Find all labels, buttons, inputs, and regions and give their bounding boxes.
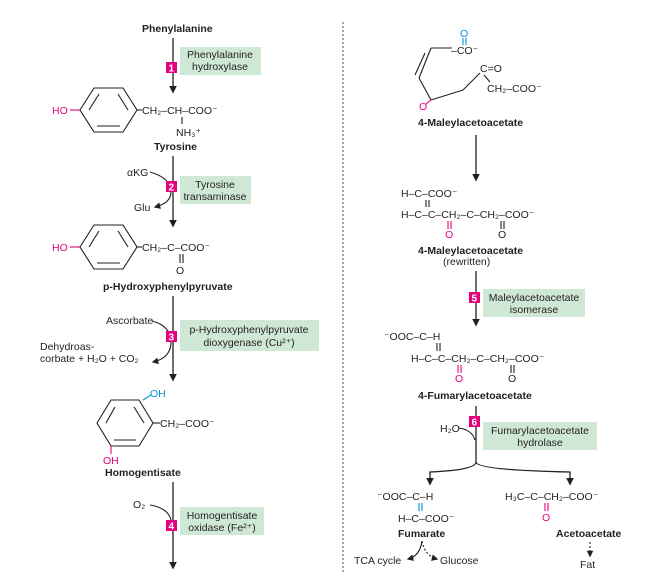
step2-cosubstrate-in: αKG: [127, 167, 148, 179]
step6-arrow-right: [475, 461, 574, 486]
step1-enzyme-box: [180, 47, 261, 75]
step3-badge: [166, 331, 177, 342]
faa-label: 4-Fumarylacetoacetate: [418, 390, 532, 402]
faa-o1: O: [455, 373, 463, 385]
maa-rw-row2: H–C–C–CH₂–C–CH₂–COO⁻: [401, 209, 535, 221]
tyrosine-label: Tyrosine: [154, 141, 197, 153]
step3-enzyme-line2: dioxygenase (Cu²⁺): [203, 337, 294, 349]
hpp-chain: CH₂–C–COO⁻: [142, 242, 210, 254]
step6-enzyme-box: [483, 422, 597, 450]
fat-label: Fat: [580, 559, 595, 571]
step5-enzyme-line2: isomerase: [510, 304, 559, 316]
step5-number: 5: [472, 294, 478, 305]
step2-enzyme-line2: transaminase: [183, 191, 246, 203]
step6-enzyme-line2: hydrolase: [517, 437, 563, 449]
hpp-benzene-ring: [79, 224, 138, 270]
step6-side-arrow: [458, 427, 476, 441]
step4-cosubstrate-in: O₂: [133, 499, 145, 511]
step4-badge: [166, 520, 177, 531]
maa-rw-row1: H–C–COO⁻: [401, 188, 458, 200]
maa-rewritten-sublabel: (rewritten): [443, 256, 490, 268]
hpp-o: O: [176, 265, 184, 277]
maa-label: 4-Maleylacetoacetate: [418, 117, 523, 129]
acetoacetate-structure: H₃C–C–CH₂–COO⁻ O: [505, 491, 599, 524]
tyrosine-chain: CH₂–CH–COO⁻: [142, 105, 218, 117]
faa-row2: H–C–C–CH₂–C–CH₂–COO⁻: [411, 353, 545, 365]
step6-arrow-left: [426, 461, 477, 486]
tyrosine-ho: HO: [52, 105, 68, 117]
maa-co: –CO⁻: [451, 45, 479, 57]
step3-enzyme-box: [180, 320, 319, 351]
step2-badge: [166, 181, 177, 192]
step3-coproduct-line1: Dehydroas-: [40, 341, 95, 353]
step1-enzyme-line1: Phenylalanine: [187, 49, 253, 61]
maa-rewritten-label: 4-Maleylacetoacetate: [418, 245, 523, 257]
step2-enzyme-box: [180, 176, 251, 204]
glucose-label: Glucose: [440, 555, 479, 567]
tca-cycle-label: TCA cycle: [354, 555, 401, 567]
step5-enzyme-line1: Maleylacetoacetate: [489, 292, 580, 304]
step4-enzyme-box: [180, 507, 264, 535]
step4-enzyme-line1: Homogentisate: [187, 510, 258, 522]
maa-ch2coo: CH₂–COO⁻: [487, 83, 542, 95]
faa-row1: ⁻OOC–C–H: [384, 331, 440, 343]
step3-coproduct-line2: corbate + H₂O + CO₂: [40, 353, 139, 365]
step4-number: 4: [169, 522, 175, 533]
step1-enzyme-line2: hydroxylase: [192, 61, 248, 73]
maa-rewritten-structure: H–C–COO⁻ H–C–C–CH₂–C–CH₂–COO⁻ O O: [401, 188, 535, 241]
step2-number: 2: [169, 183, 175, 194]
maa-structure: O –CO⁻ C=O CH₂–COO⁻ O: [414, 28, 542, 113]
fumarate-row1: ⁻OOC–C–H: [377, 491, 433, 503]
homogentisate-benzene-ring: [96, 399, 154, 447]
step5-badge: [469, 292, 480, 303]
maa-ceo: C=O: [480, 63, 502, 75]
maa-rw-o1: O: [445, 229, 453, 241]
acetoacetate-o: O: [542, 512, 550, 524]
tyrosine-amine: NH₃⁺: [176, 127, 201, 139]
fumarate-glucose-arrow: [421, 540, 439, 561]
maa-o-bottom: O: [419, 101, 427, 113]
maa-o-top: O: [460, 28, 468, 40]
homogentisate-label: Homogentisate: [105, 467, 181, 479]
maa-rw-o2: O: [498, 229, 506, 241]
hpp-ho: HO: [52, 242, 68, 254]
homogentisate-oh-bottom: OH: [103, 455, 119, 467]
fumarate-tca-arrow: [406, 540, 423, 561]
hpp-label: p-Hydroxyphenylpyruvate: [103, 281, 233, 293]
phenylalanine-label: Phenylalanine: [142, 23, 213, 35]
step6-enzyme-line1: Fumarylacetoacetate: [491, 425, 589, 437]
step2-enzyme-line1: Tyrosine: [195, 179, 235, 191]
fumarate-row2: H–C–COO⁻: [398, 513, 455, 525]
step4-enzyme-line2: oxidase (Fe²⁺): [188, 522, 255, 534]
homogentisate-chain: CH₂–COO⁻: [160, 418, 215, 430]
step1-badge: [166, 62, 177, 73]
step3-cosubstrate-in: Ascorbate: [106, 315, 153, 327]
homogentisate-oh-top-bond: [142, 394, 152, 401]
step3-number: 3: [169, 333, 175, 344]
step6-number: 6: [472, 418, 478, 429]
acetoacetate-row1: H₃C–C–CH₂–COO⁻: [505, 491, 599, 503]
acetoacetate-label: Acetoacetate: [556, 528, 622, 540]
step6-badge: [469, 416, 480, 427]
step5-enzyme-box: [483, 289, 585, 317]
faa-structure: ⁻OOC–C–H H–C–C–CH₂–C–CH₂–COO⁻ O O: [384, 331, 545, 385]
faa-o2: O: [508, 373, 516, 385]
fumarate-structure: ⁻OOC–C–H H–C–COO⁻: [377, 491, 455, 525]
step4-side-arrow: [149, 504, 172, 521]
tyrosine-benzene-ring: [79, 87, 138, 133]
step6-cosubstrate-in: H₂O: [440, 423, 460, 435]
step2-coproduct-out: Glu: [134, 202, 151, 214]
step3-enzyme-line1: p-Hydroxyphenylpyruvate: [189, 324, 308, 336]
fumarate-label: Fumarate: [398, 528, 445, 540]
homogentisate-oh-top: OH: [150, 388, 166, 400]
step1-number: 1: [169, 64, 175, 75]
